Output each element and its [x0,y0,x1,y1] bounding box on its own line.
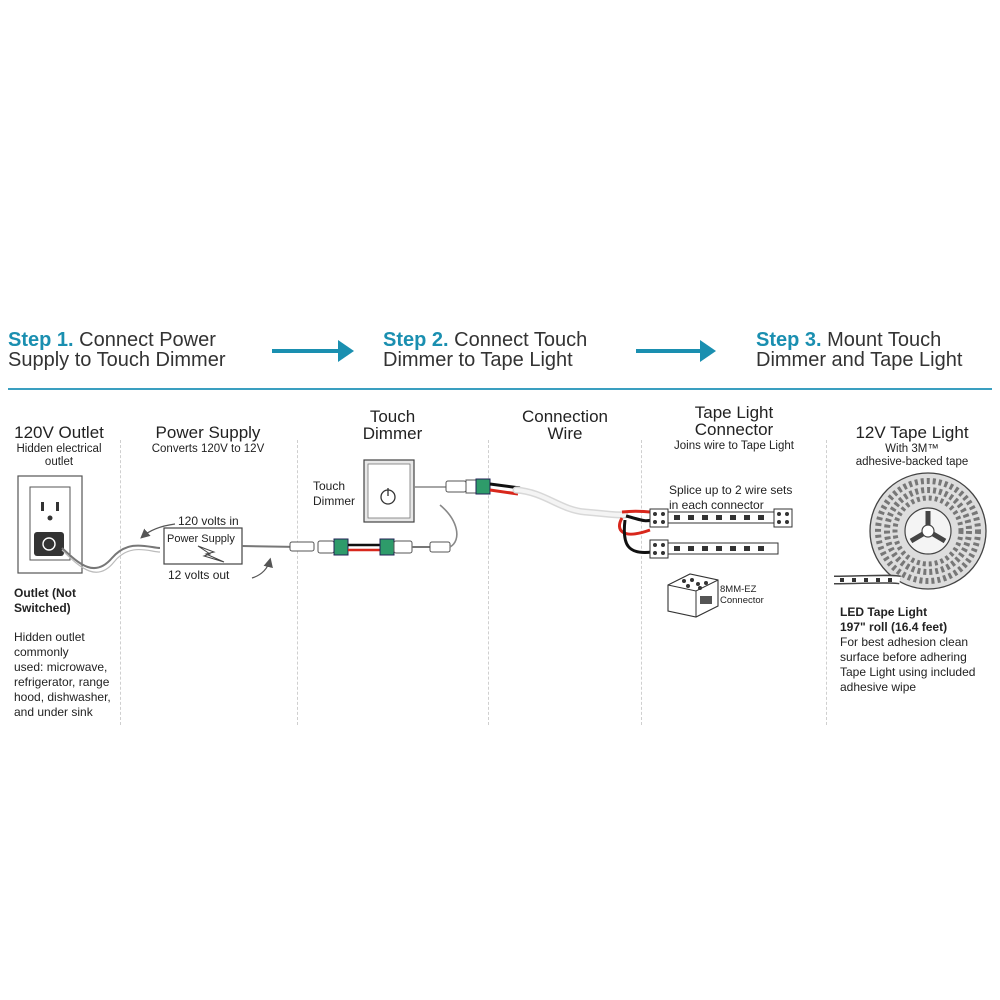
connector-title-line2: Connector [694,420,774,439]
step-3-line1: Mount Touch [827,329,942,351]
ez-connector-illustration [667,573,719,618]
tape-desc-line: For best adhesion clean [840,635,969,649]
outlet-desc-line: used: microwave, [14,660,108,674]
tape-subtitle-line2: adhesive-backed tape [855,456,969,468]
power-supply-box-label: Power Supply [167,533,235,545]
divider [826,440,827,725]
power-supply-illustration [140,523,315,579]
tape-desc-line: Tape Light using included [840,665,976,679]
tape-roll-illustration [833,472,987,590]
splice-note: Splice up to 2 wire sets in each connect… [669,483,792,513]
step-3-number: Step 3. [756,329,822,351]
connector-strips [649,508,793,559]
step-2-line2: Dimmer to Tape Light [383,349,573,371]
dimmer-label: Touch Dimmer [313,479,355,509]
dimmer-column-header: Touch Dimmer [299,408,486,442]
tape-roll-length: 197" roll (16.4 feet) [840,620,948,634]
outlet-desc-line: hood, dishwasher, [14,690,111,704]
tape-desc-line: surface before adhering [840,650,967,664]
input-voltage-label: 120 volts in [178,514,239,528]
step-3-heading: Step 3. Mount Touch Dimmer and Tape Ligh… [756,330,962,370]
divider [488,440,489,725]
tape-title: 12V Tape Light [855,423,969,442]
step-2-arrowhead [700,340,716,362]
outlet-desc-line: Hidden outlet [14,630,85,644]
output-voltage-label: 12 volts out [168,568,230,582]
step-1-line2: Supply to Touch Dimmer [8,349,226,371]
ez-connector-label-line1: 8MM-EZ [720,584,757,595]
connector-column-header: Tape Light Connector Joins wire to Tape … [643,404,825,453]
dimmer-title-line2: Dimmer [362,424,423,443]
divider [120,440,121,725]
touch-dimmer-illustration [363,459,521,523]
connection-wire-illustration [512,486,653,555]
inline-connectors [317,504,458,556]
tape-details: LED Tape Light 197" roll (16.4 feet) For… [840,605,975,695]
outlet-column-header: 120V Outlet Hidden electrical outlet [0,424,118,469]
wire-column-header: Connection Wire [490,408,640,442]
ez-connector-label-line2: Connector [720,595,764,606]
step-1-line1: Connect Power [79,329,216,351]
dimmer-label-line1: Touch [313,479,346,493]
outlet-desc-line: refrigerator, range [14,675,110,689]
outlet-illustration [17,475,161,574]
power-supply-subtitle: Converts 120V to 12V [151,443,265,455]
wire-title-line1: Connection [521,407,608,426]
tape-name: LED Tape Light [840,605,928,619]
ez-connector-label: 8MM-EZ Connector [720,584,764,606]
step-1-arrow [272,349,338,353]
step-3-line2: Dimmer and Tape Light [756,349,963,371]
outlet-label: Outlet (Not Switched) [14,586,76,616]
outlet-desc-line: commonly [14,645,69,659]
step-1-arrowhead [338,340,354,362]
outlet-desc-line: and under sink [14,705,93,719]
header-rule [8,388,992,390]
outlet-description: Hidden outlet commonly used: microwave, … [14,630,111,720]
connector-title-line1: Tape Light [694,403,774,422]
divider [641,440,642,725]
connector-subtitle: Joins wire to Tape Light [674,440,794,452]
step-2-line1: Connect Touch [454,329,588,351]
tape-desc-line: adhesive wipe [840,680,917,694]
step-2-arrow [636,349,700,353]
outlet-title: 120V Outlet [14,423,104,442]
outlet-label-line1: Outlet (Not [14,586,76,600]
step-2-number: Step 2. [383,329,449,351]
wire-title-line2: Wire [547,424,583,443]
step-1-heading: Step 1. Connect Power Supply to Touch Di… [8,330,226,370]
splice-note-line2: in each connector [669,498,764,512]
splice-note-line1: Splice up to 2 wire sets [669,483,793,497]
dimmer-title-line1: Touch [369,407,416,426]
step-2-heading: Step 2. Connect Touch Dimmer to Tape Lig… [383,330,587,370]
dimmer-label-line2: Dimmer [313,494,355,508]
outlet-subtitle-line1: Hidden electrical [16,443,102,455]
step-1-number: Step 1. [8,329,74,351]
divider [297,440,298,725]
power-supply-title: Power Supply [155,423,261,442]
tape-subtitle-line1: With 3M™ [885,443,939,455]
power-supply-column-header: Power Supply Converts 120V to 12V [122,424,294,456]
tape-column-header: 12V Tape Light With 3M™ adhesive-backed … [828,424,996,469]
outlet-label-line2: Switched) [14,601,71,615]
outlet-subtitle-line2: outlet [44,456,74,468]
